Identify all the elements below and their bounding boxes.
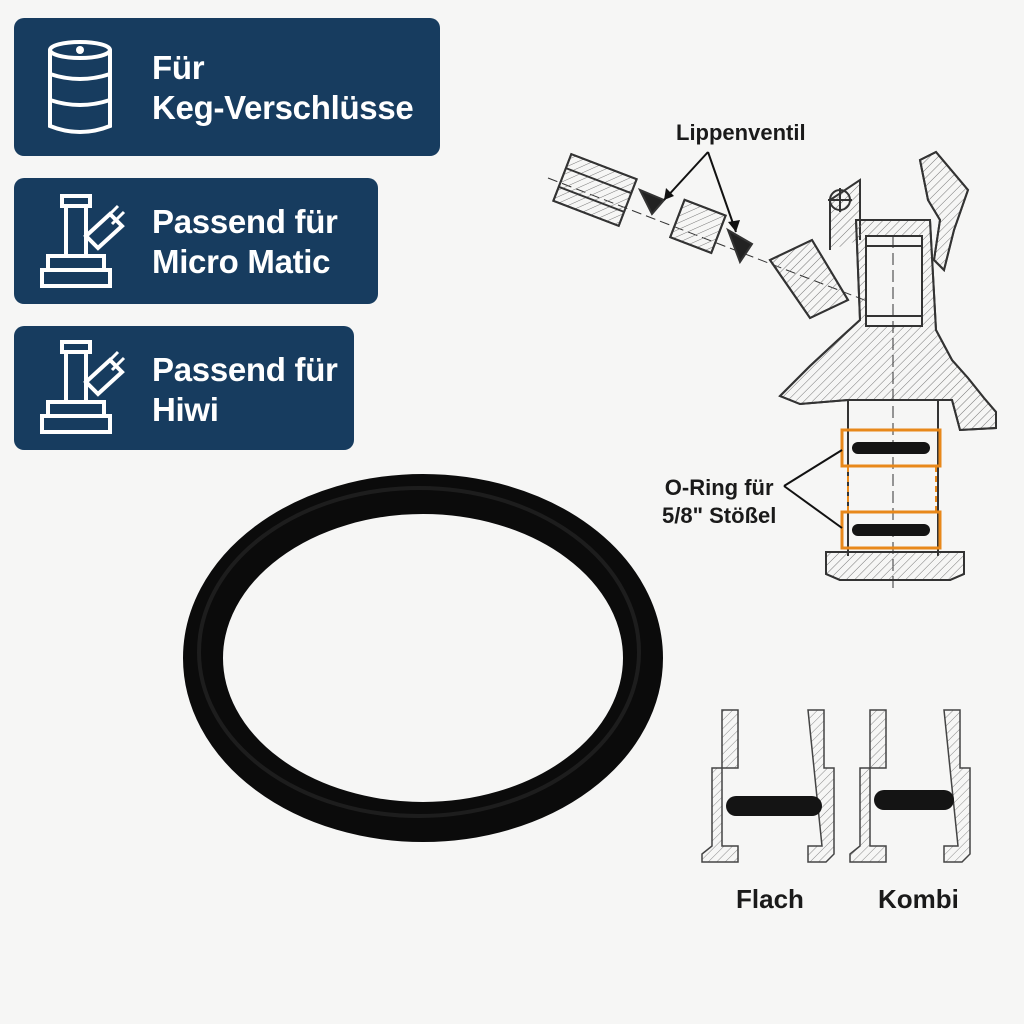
- badge-line1: Passend für: [152, 203, 338, 240]
- badge-line2: Hiwi: [152, 391, 219, 428]
- o-ring-label-line1: O-Ring für: [664, 475, 774, 500]
- combo-variant-label: Kombi: [878, 884, 959, 914]
- lip-valve-label: Lippenventil: [676, 120, 806, 145]
- o-ring-label-line2: 5/8" Stößel: [662, 503, 777, 528]
- keg-icon: [40, 38, 126, 143]
- badge-line2: Micro Matic: [152, 243, 331, 280]
- badge-line1: Für: [152, 49, 205, 86]
- badge-line1: Passend für: [152, 351, 338, 388]
- o-ring-label: O-Ring für 5/8" Stößel: [662, 474, 776, 530]
- tap-coupler-icon: [40, 338, 130, 443]
- badge-line2: Keg-Verschlüsse: [152, 89, 414, 126]
- flat-variant-label: Flach: [736, 884, 804, 914]
- badge-keg-closures: Für Keg-Verschlüsse: [14, 18, 440, 156]
- tap-coupler-icon: [40, 192, 130, 297]
- badge-hiwi: Passend für Hiwi: [14, 326, 354, 450]
- badge-micro-matic: Passend für Micro Matic: [14, 178, 378, 304]
